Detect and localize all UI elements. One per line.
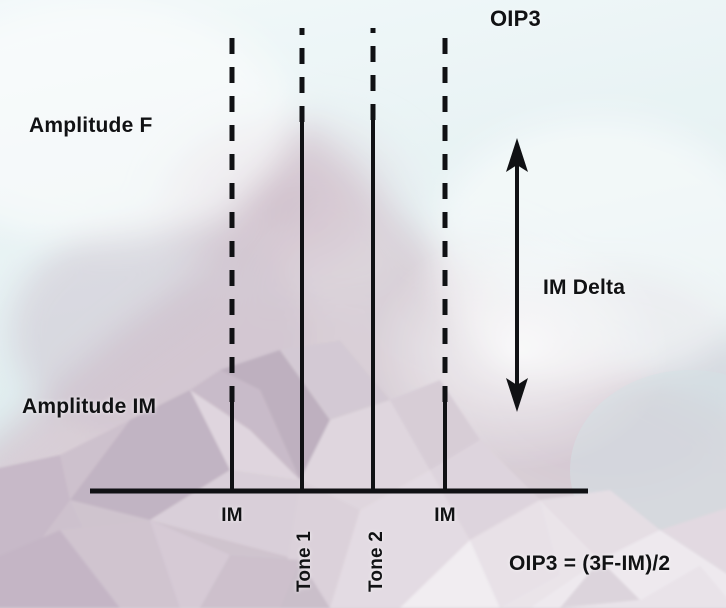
arrow-head-up bbox=[506, 138, 528, 172]
oip3-formula-label: OIP3 = (3F-IM)/2 bbox=[509, 552, 671, 575]
im-delta-label: IM Delta bbox=[543, 276, 626, 299]
axis-tick-im-right: IM bbox=[434, 505, 456, 526]
page-title: OIP3 bbox=[490, 6, 541, 31]
axis-tick-im-left: IM bbox=[221, 505, 243, 526]
im-delta-arrow bbox=[506, 138, 528, 412]
amplitude-im-label: Amplitude IM bbox=[22, 395, 157, 418]
axis-tick-tone-2: Tone 2 bbox=[366, 530, 387, 592]
arrow-head-down bbox=[506, 378, 528, 412]
axis-tick-tone-1: Tone 1 bbox=[294, 530, 315, 592]
amplitude-f-label: Amplitude F bbox=[29, 114, 153, 137]
